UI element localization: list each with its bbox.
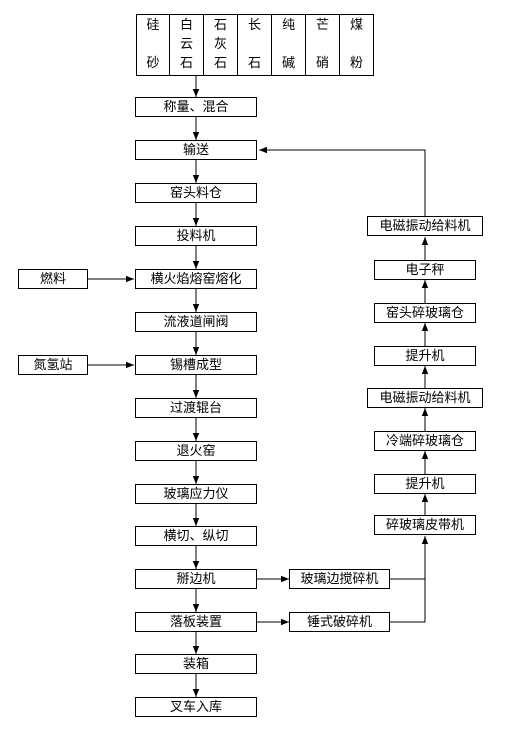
process-step-plate-drop: 落板装置: [135, 612, 257, 632]
raw-material-char: 白: [179, 18, 193, 33]
raw-material-char: 纯: [281, 18, 295, 33]
raw-material-char: 芒: [315, 18, 329, 33]
process-step-furnace-melting: 横火焰熔窑熔化: [135, 269, 257, 289]
edge-crusher: 玻璃边搅碎机: [289, 569, 390, 589]
vibratory-feeder-lower: 电磁振动给料机: [367, 388, 483, 408]
raw-material-cell: 煤 粉: [340, 14, 374, 76]
raw-material-cell: 纯 碱: [272, 14, 306, 76]
vibratory-feeder-upper: 电磁振动给料机: [367, 216, 483, 236]
raw-material-char: 砂: [146, 55, 160, 71]
process-step-annealing-lehr: 退火窑: [135, 441, 257, 461]
raw-material-char: 云: [179, 36, 193, 52]
process-step-edge-snapper: 掰边机: [135, 569, 257, 589]
process-step-kiln-batch-silo: 窑头料仓: [135, 183, 257, 203]
cullet-belt-conveyor: 碎玻璃皮带机: [374, 515, 476, 535]
bucket-elevator-lower: 提升机: [374, 474, 476, 494]
kiln-cullet-silo: 窑头碎玻璃仓: [374, 303, 476, 323]
hammer-crusher: 锤式破碎机: [289, 612, 390, 632]
raw-material-char: 硝: [315, 55, 329, 71]
process-step-tin-bath-forming: 锡槽成型: [135, 355, 257, 375]
raw-material-cell: 芒 硝: [306, 14, 340, 76]
raw-material-cell: 石 灰 石: [204, 14, 238, 76]
raw-material-char: 石: [247, 55, 261, 71]
process-step-batch-charger: 投料机: [135, 226, 257, 246]
raw-material-cell: 白 云 石: [170, 14, 204, 76]
cold-end-cullet-silo: 冷端碎玻璃仓: [374, 431, 476, 451]
input-nitrogen-hydrogen-station: 氮氢站: [18, 355, 88, 375]
process-step-cutting: 横切、纵切: [135, 526, 257, 546]
process-step-throat-gate: 流液道闸阀: [135, 312, 257, 332]
raw-material-char: 石: [213, 18, 227, 33]
raw-material-char: 石: [213, 55, 227, 71]
raw-material-cell: 长 石: [238, 14, 272, 76]
process-step-forklift-storage: 叉车入库: [135, 697, 257, 717]
bucket-elevator-upper: 提升机: [374, 346, 476, 366]
process-step-weigh-mix: 称量、混合: [135, 97, 257, 117]
process-step-conveying: 输送: [135, 140, 257, 160]
raw-material-char: 粉: [349, 55, 363, 71]
process-step-stress-meter: 玻璃应力仪: [135, 484, 257, 504]
input-fuel: 燃料: [18, 269, 88, 289]
raw-material-char: 碱: [281, 55, 295, 71]
process-step-packing: 装箱: [135, 654, 257, 674]
raw-material-char: 煤: [349, 18, 363, 33]
raw-material-char: 硅: [146, 18, 160, 33]
process-step-transition-rollers: 过渡辊台: [135, 398, 257, 418]
raw-material-char: 石: [179, 55, 193, 71]
raw-material-char: 灰: [213, 36, 227, 52]
raw-material-cell: 硅 砂: [136, 14, 170, 76]
raw-material-char: 长: [247, 18, 261, 33]
electronic-scale: 电子秤: [374, 260, 476, 280]
